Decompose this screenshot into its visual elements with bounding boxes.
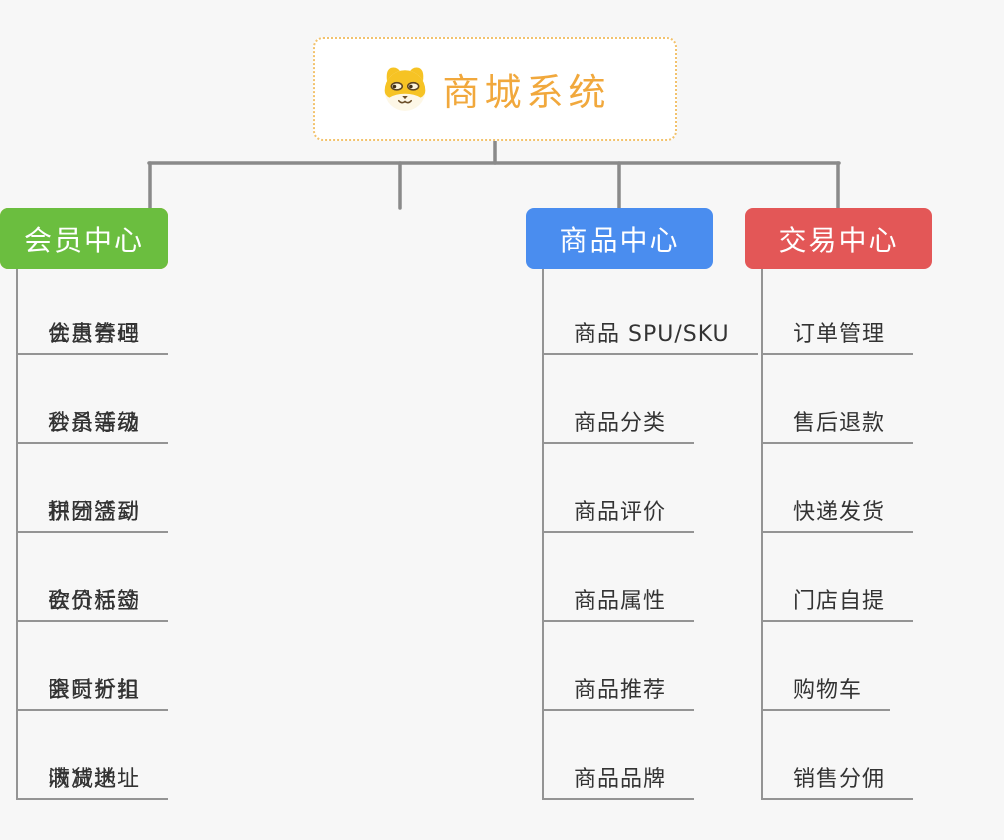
leaf-label: 商品 SPU/SKU [574,322,730,347]
leaf-label: 限时折扣 [48,678,141,703]
leaf-label: 购物车 [793,678,863,703]
leaf-label: 门店自提 [793,589,886,614]
branch-label: 会员中心 [24,223,145,257]
root-title: 商城系统 [442,71,611,114]
leaf-label: 收货地址 [48,767,141,792]
leaf-node[interactable]: 购物车 [763,622,891,711]
leaf-node[interactable]: 快递发货 [763,444,914,533]
leaf-label: 商品推荐 [574,678,667,703]
leaf-label: 拼团活动 [48,500,141,525]
leaf-label: 商品品牌 [574,767,667,792]
leaf-label: 商品分类 [574,411,667,436]
branch-2: 交易中心 订单管理售后退款快递发货门店自提购物车销售分佣 [745,208,932,800]
branch-node-2[interactable]: 交易中心 [745,208,932,269]
leaf-node[interactable]: 商品属性 [544,533,695,622]
leaf-node[interactable]: 商品 SPU/SKU [544,269,758,355]
leaf-node[interactable]: 积分签到 [18,444,169,533]
leaf-node[interactable]: 会员管理 [18,269,169,355]
branch-label: 交易中心 [778,223,899,257]
branch-leaf-column: 订单管理售后退款快递发货门店自提购物车销售分佣 [761,269,914,800]
leaf-label: 商品属性 [574,589,667,614]
root-node[interactable]: 商城系统 [313,37,677,141]
leaf-node[interactable]: 会员等级 [18,355,169,444]
leaf-label: 销售分佣 [793,767,886,792]
dog-face-icon [384,67,425,111]
leaf-node[interactable]: 商品分类 [544,355,695,444]
leaf-node[interactable]: 商品推荐 [544,622,695,711]
leaf-label: 商品评价 [574,500,667,525]
leaf-node[interactable]: 销售分佣 [763,711,914,800]
leaf-node[interactable]: 商品评价 [544,444,695,533]
leaf-node[interactable]: 商品品牌 [544,711,695,800]
leaf-label: 会员标签 [48,589,141,614]
leaf-node[interactable]: 会员分组 [18,622,169,711]
branch-leaf-column: 会员管理会员等级积分签到会员标签会员分组收货地址 [16,269,169,800]
leaf-label: 积分签到 [48,500,141,525]
leaf-label: 售后退款 [793,411,886,436]
branch-label: 商品中心 [559,223,680,257]
branch-4: 会员中心 会员管理会员等级积分签到会员标签会员分组收货地址 [0,208,169,800]
branch-node-1[interactable]: 商品中心 [526,208,713,269]
leaf-label: 订单管理 [793,322,886,347]
leaf-label: 砍价活动 [48,589,141,614]
leaf-node[interactable]: 门店自提 [763,533,914,622]
branch-1: 商品中心 商品 SPU/SKU 商品分类商品评价商品属性商品推荐商品品牌 [526,208,758,800]
leaf-node[interactable]: 订单管理 [763,269,914,355]
branch-leaf-column: 商品 SPU/SKU 商品分类商品评价商品属性商品推荐商品品牌 [542,269,758,800]
leaf-node[interactable]: 会员标签 [18,533,169,622]
leaf-label: 会员管理 [48,322,141,347]
leaf-label: 快递发货 [793,500,886,525]
branch-node-4[interactable]: 会员中心 [0,208,169,269]
leaf-label: 优惠券码 [48,322,141,347]
leaf-label: 会员等级 [48,411,141,436]
leaf-node[interactable]: 售后退款 [763,355,914,444]
leaf-label: 秒杀活动 [48,411,141,436]
leaf-label: 满减送 [48,767,118,792]
leaf-label: 会员分组 [48,678,141,703]
leaf-node[interactable]: 收货地址 [18,711,169,800]
